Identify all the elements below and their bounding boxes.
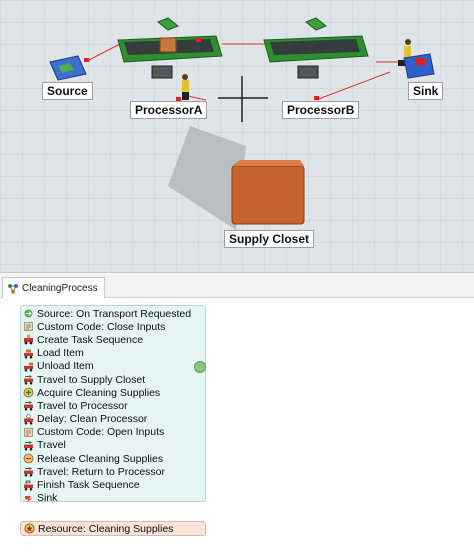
activity-label: Custom Code: Open Inputs [37, 426, 165, 439]
model-3d-view[interactable]: Source ProcessorA ProcessorB Sink Supply… [0, 0, 474, 272]
sink-label[interactable]: Sink [408, 82, 444, 100]
operator-a[interactable] [176, 74, 189, 101]
object-connections [88, 43, 400, 101]
tab-label: CleaningProcess [22, 283, 98, 294]
supply-closet-shadow [168, 126, 246, 230]
floor-grid [0, 0, 474, 272]
activity-label: Finish Task Sequence [37, 479, 140, 492]
processor-b-label[interactable]: ProcessorB [282, 101, 360, 119]
activity-label: Delay: Clean Processor [37, 413, 148, 426]
activity-item[interactable]: Delay: Clean Processor [21, 413, 205, 426]
processor-b-object[interactable] [263, 17, 369, 100]
create-task-icon [24, 335, 33, 345]
sink-object[interactable] [403, 53, 435, 79]
activity-label: Acquire Cleaning Supplies [37, 386, 161, 399]
connector-handle[interactable] [194, 361, 206, 373]
activity-item[interactable]: Unload Item [21, 360, 205, 373]
activity-item[interactable]: Travel to Processor [21, 399, 205, 412]
operator-b[interactable] [398, 39, 411, 66]
activity-label: Source: On Transport Requested [37, 307, 192, 320]
supply-closet-object[interactable] [231, 160, 305, 225]
process-flow-icon [8, 283, 18, 294]
activity-label: Travel [37, 439, 66, 452]
processor-a-label[interactable]: ProcessorA [130, 101, 208, 119]
sink-icon [25, 495, 32, 503]
delay-icon [24, 413, 33, 425]
release-icon [23, 453, 34, 464]
activity-item[interactable]: Finish Task Sequence [21, 478, 205, 491]
source-label[interactable]: Source [42, 82, 93, 100]
acquire-icon [23, 387, 34, 398]
tab-cleaning-process[interactable]: CleaningProcess [2, 277, 105, 299]
activity-item[interactable]: Travel: Return to Processor [21, 465, 205, 478]
activity-item[interactable]: Create Task Sequence [21, 333, 205, 346]
activity-label: Custom Code: Close Inputs [37, 320, 166, 333]
travel-icon [24, 440, 33, 451]
resource-cleaning-supplies[interactable]: Resource: Cleaning Supplies [20, 521, 206, 536]
activity-item[interactable]: Travel to Supply Closet [21, 373, 205, 386]
custom-code-icon [24, 427, 33, 437]
activity-label: Unload Item [37, 360, 94, 373]
resource-icon [24, 523, 35, 534]
source-object[interactable] [49, 55, 89, 81]
activity-label: Sink [37, 492, 58, 505]
activity-label: Travel to Processor [37, 399, 128, 412]
activity-item[interactable]: Acquire Cleaning Supplies [21, 386, 205, 399]
load-icon [24, 349, 33, 359]
activity-label: Load Item [37, 347, 84, 360]
custom-code-icon [24, 322, 33, 332]
view-center-crosshair [218, 76, 268, 122]
resource-label: Resource: Cleaning Supplies [38, 522, 174, 535]
activity-item[interactable]: Source: On Transport Requested [21, 307, 205, 320]
travel-icon [24, 467, 33, 477]
travel-icon [24, 374, 33, 385]
activity-label: Release Cleaning Supplies [37, 452, 164, 465]
activity-item[interactable]: Travel [21, 439, 205, 452]
activity-item[interactable]: Sink [21, 492, 205, 505]
activity-item[interactable]: Release Cleaning Supplies [21, 452, 205, 465]
processor-a-object[interactable] [117, 17, 223, 79]
finish-icon [24, 480, 33, 491]
activity-label: Travel to Supply Closet [37, 373, 146, 386]
activity-label: Travel: Return to Processor [37, 465, 165, 478]
activity-item[interactable]: Custom Code: Open Inputs [21, 426, 205, 439]
activity-label: Create Task Sequence [37, 333, 144, 346]
supply-closet-label[interactable]: Supply Closet [224, 230, 315, 248]
activity-item[interactable]: Load Item [21, 347, 205, 360]
travel-icon [24, 401, 33, 411]
unload-icon [24, 362, 33, 372]
source-icon [24, 309, 33, 318]
activity-item[interactable]: Custom Code: Close Inputs [21, 320, 205, 333]
document-tab-bar: CleaningProcess [0, 272, 474, 299]
